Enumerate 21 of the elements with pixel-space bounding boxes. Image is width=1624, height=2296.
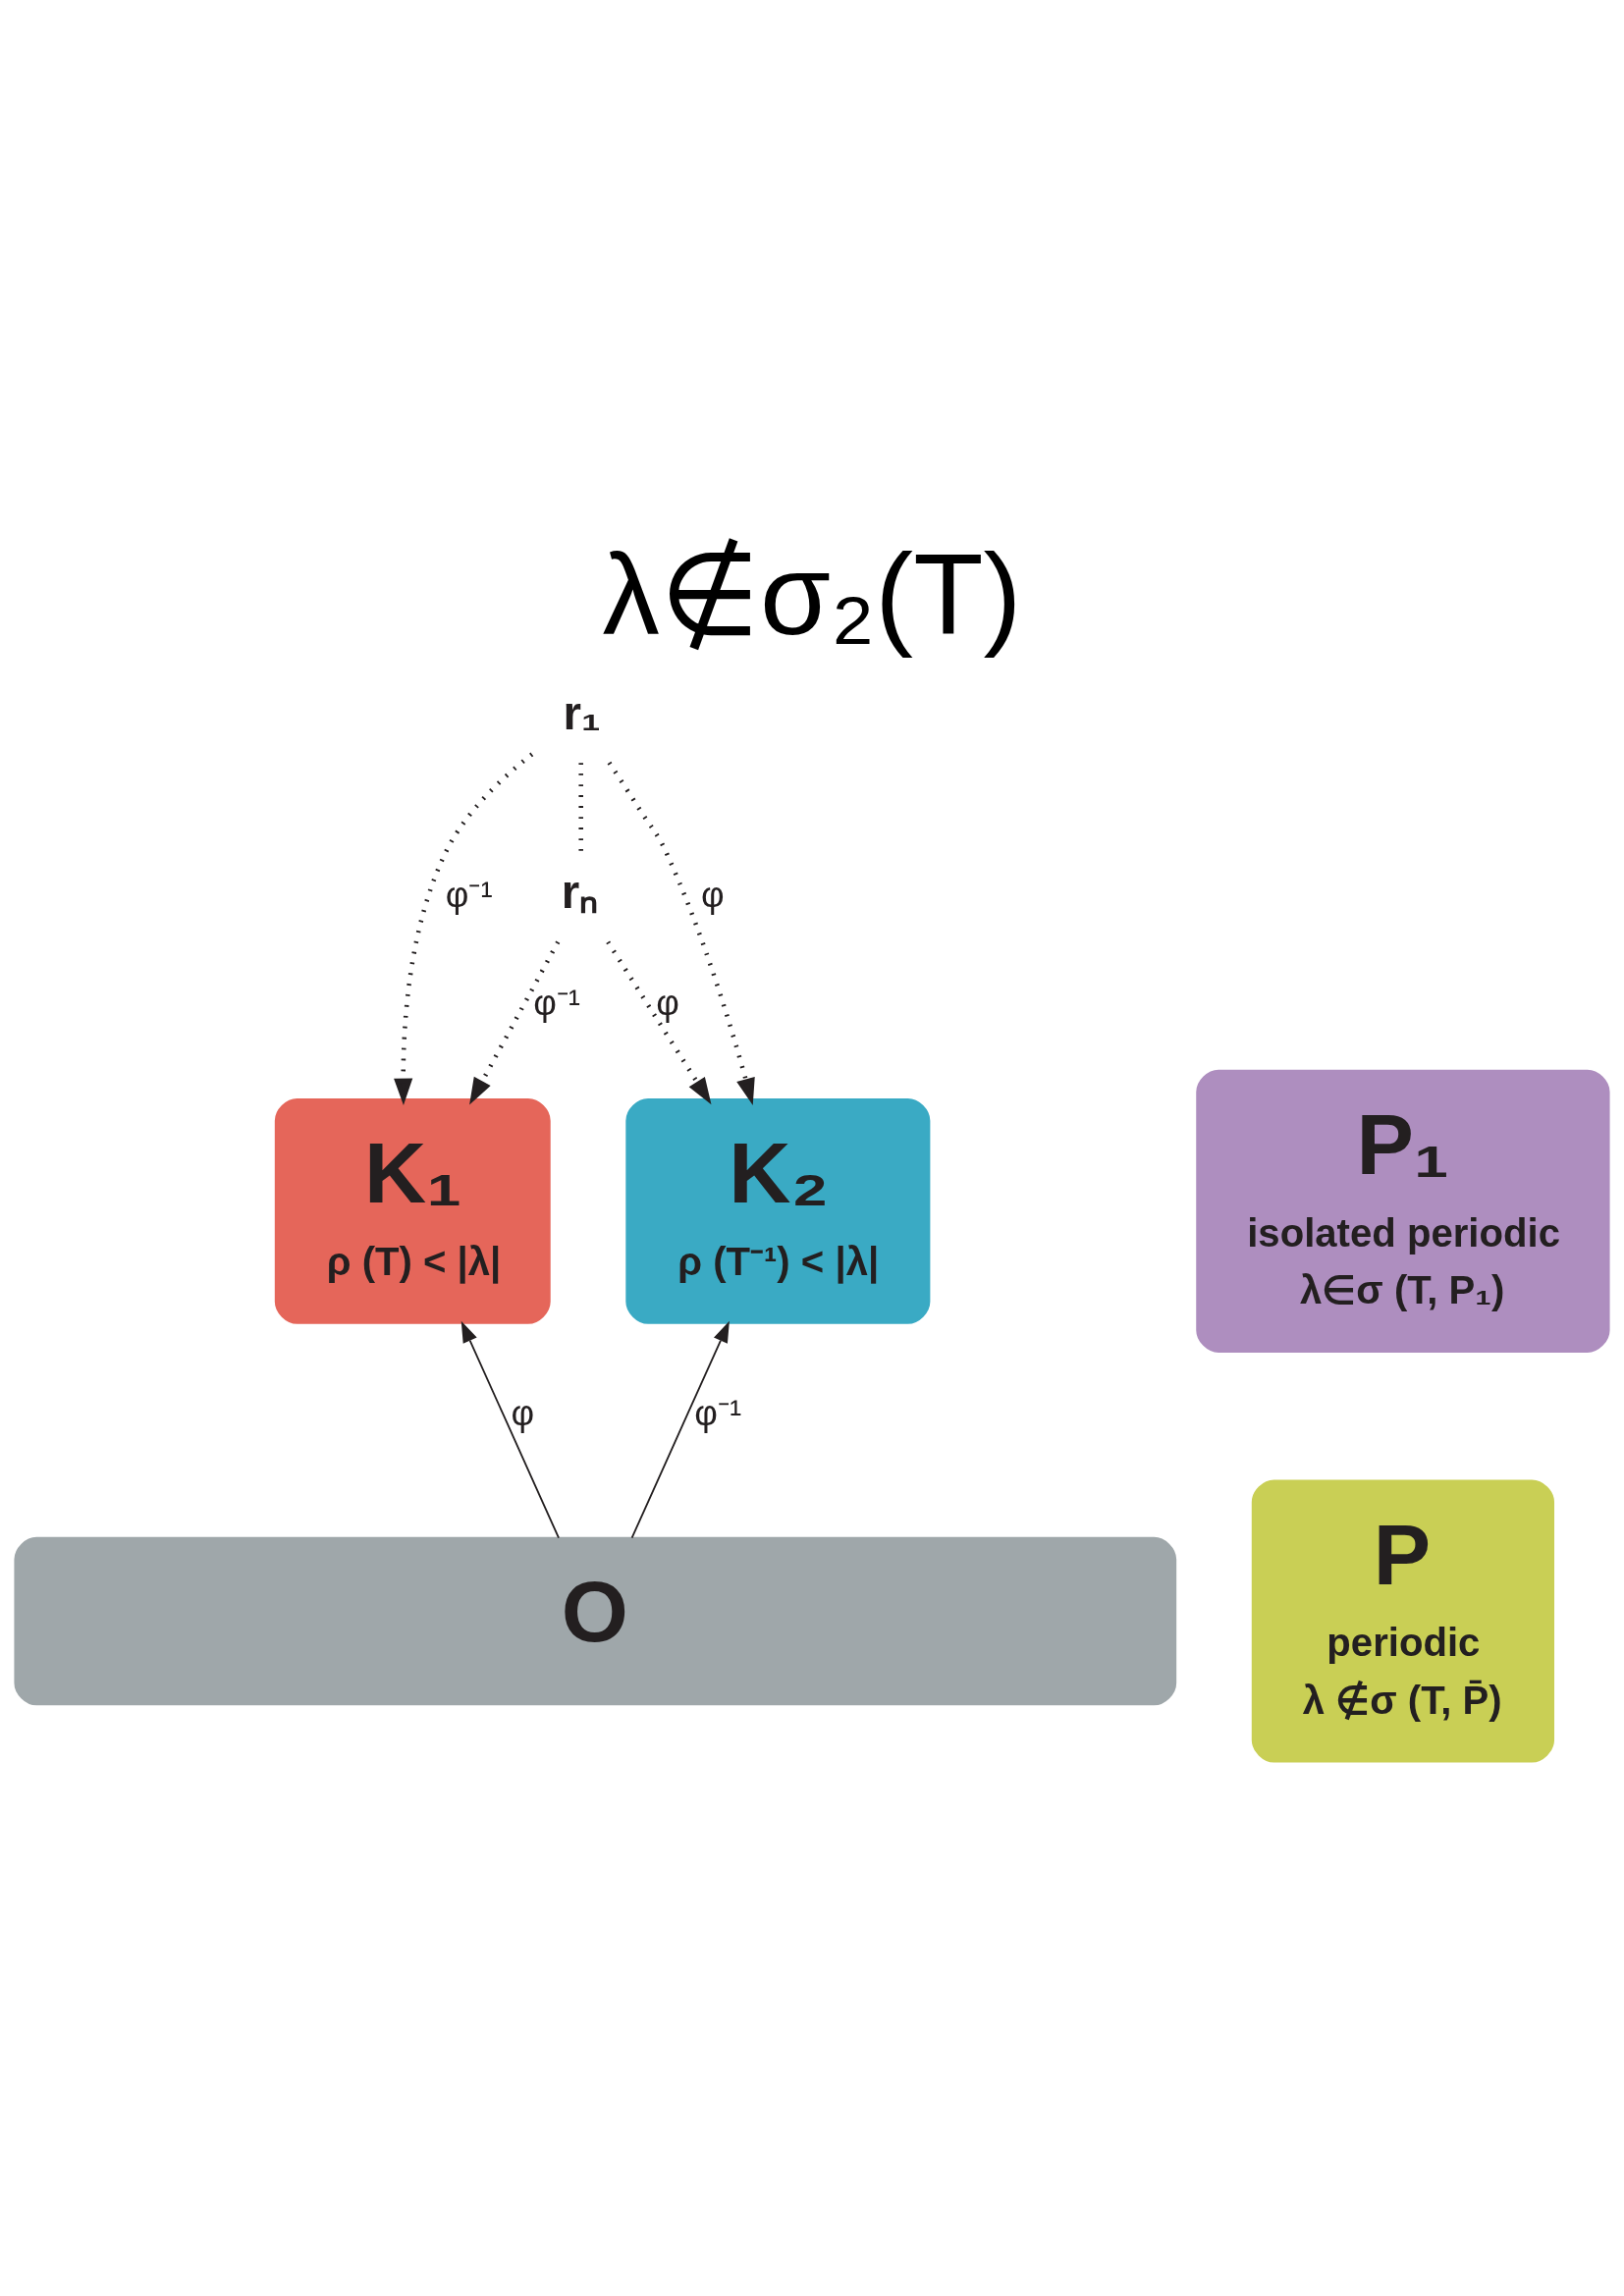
arrow (469, 940, 561, 1105)
arrow (606, 939, 712, 1104)
node-box: K₂ ρ (T⁻¹) < |λ| (625, 1097, 931, 1324)
node-box: K₁ ρ (T) < |λ| (274, 1097, 551, 1324)
node-text: rₙ (561, 865, 599, 918)
edge-label: φ⁻¹ (445, 874, 493, 915)
edge-label: φ⁻¹ (694, 1392, 742, 1433)
arrow (460, 1320, 560, 1539)
arrow (630, 1320, 730, 1539)
edge-label: φ (511, 1392, 535, 1433)
node-box: P₁ isolated periodic λ∈σ (T, P₁) (1196, 1069, 1610, 1353)
node-text: r₁ (563, 686, 601, 739)
edge-label: φ (656, 982, 679, 1023)
edge-label: φ (700, 874, 725, 915)
arrow (394, 752, 534, 1105)
diagram-title: λ∉σ₂(T) (602, 529, 1022, 659)
connector (578, 762, 583, 854)
node-box: O (14, 1536, 1177, 1705)
edge-label: φ⁻¹ (533, 982, 580, 1023)
arrow (607, 761, 755, 1105)
node-box: P periodic λ ∉σ (T, P̄) (1251, 1478, 1555, 1763)
